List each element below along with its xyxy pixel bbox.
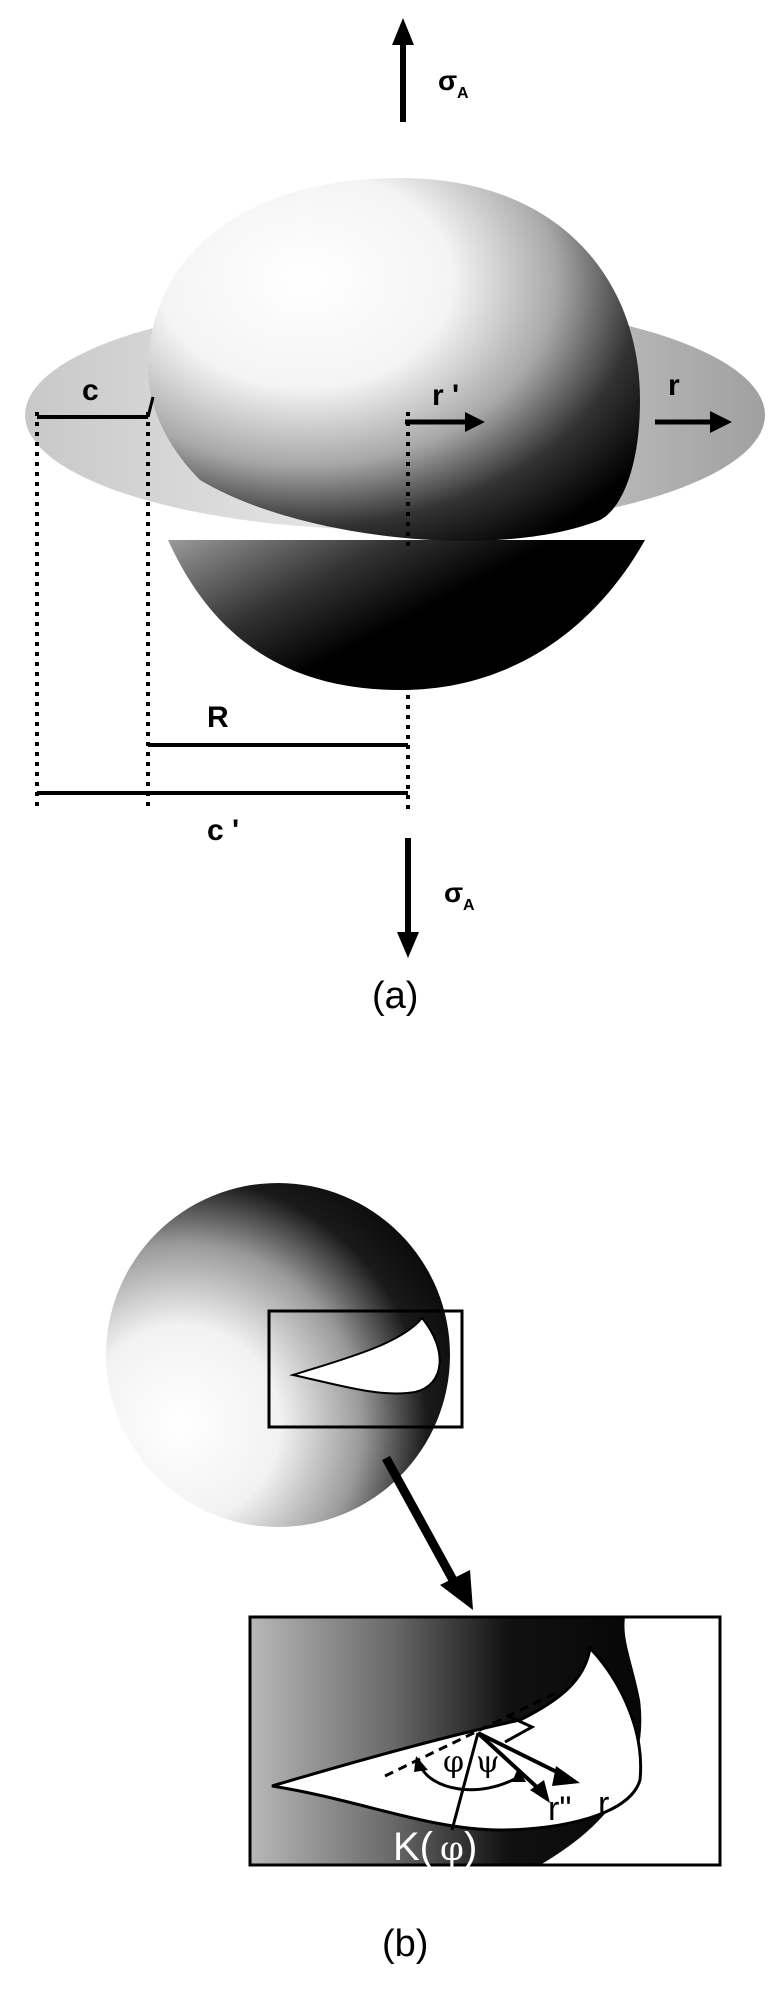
stress-top-subscript: A — [457, 85, 469, 102]
label-R: R — [207, 701, 229, 734]
crack-tip-mark — [146, 396, 155, 418]
label-K: K( — [393, 1825, 434, 1869]
lower-hemisphere — [168, 540, 645, 690]
arrow-r-prime-icon — [405, 412, 485, 432]
label-K-phi: φ — [440, 1829, 464, 1869]
label-phi: φ — [443, 1745, 464, 1780]
arrow-r-icon — [655, 411, 732, 433]
sphere-b — [106, 1183, 450, 1527]
panel-a: σ A c r ' r R c ' — [25, 18, 765, 1017]
crack-lip — [289, 1316, 441, 1395]
panel-b: φ ψ r" r K( φ ) (b) — [106, 1183, 722, 1965]
inset-detail — [250, 1617, 720, 1865]
label-r-b: r — [598, 1785, 609, 1823]
zoom-region-box — [267, 1309, 464, 1429]
upper-hemisphere — [148, 178, 640, 541]
label-r-double-prime: r" — [548, 1790, 571, 1828]
label-c-prime: c ' — [207, 814, 239, 847]
label-r-prime: r ' — [432, 379, 459, 412]
label-psi: ψ — [476, 1745, 500, 1780]
zoom-arrow-icon — [382, 1455, 473, 1610]
stress-bottom-subscript: A — [463, 897, 475, 914]
stress-top-symbol: σ — [438, 65, 457, 96]
caption-a: (a) — [372, 975, 418, 1017]
stress-arrow-down-icon — [397, 838, 419, 958]
stress-bottom-symbol: σ — [444, 877, 463, 908]
label-c: c — [82, 374, 99, 407]
stress-arrow-up-icon — [392, 18, 414, 122]
caption-b: (b) — [382, 1923, 428, 1965]
label-K-close: ) — [464, 1825, 477, 1869]
inset-frame — [248, 1615, 722, 1867]
label-r: r — [668, 369, 680, 402]
